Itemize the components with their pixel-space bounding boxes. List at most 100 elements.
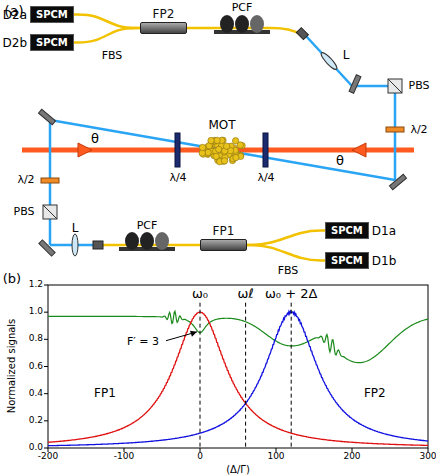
fabry-perot-cavity: FP2 — [140, 22, 187, 34]
plot-frame — [48, 285, 428, 448]
detector-label: D1a — [372, 224, 396, 238]
fiber-coupler — [296, 28, 308, 40]
collection-beam — [306, 36, 352, 86]
tick-label: 0.2 — [29, 416, 43, 426]
detector-name: SPCM — [36, 9, 68, 20]
tick-mark — [44, 448, 48, 449]
angle-label: θ — [91, 132, 99, 146]
detector-name: SPCM — [36, 37, 68, 48]
tick-label: -100 — [114, 452, 134, 462]
leader-line — [166, 332, 197, 341]
atom — [205, 149, 211, 155]
collection-beam — [394, 86, 397, 180]
spectrum-chart — [44, 285, 428, 452]
polarization-controller — [214, 15, 270, 34]
fiber-connector — [74, 15, 140, 29]
part-label: λ/4 — [169, 172, 186, 184]
annotation: F′ = 3 — [127, 336, 159, 348]
half-wave-plate — [386, 127, 404, 132]
detector-label: D1b — [372, 254, 397, 268]
fiber-connector — [247, 231, 325, 246]
device-label: FP1 — [213, 224, 235, 238]
mirror — [389, 174, 406, 189]
detector-name: SPCM — [331, 225, 363, 236]
part-label: PBS — [409, 80, 430, 92]
panel-label: (b) — [3, 272, 21, 286]
frequency-label: ω₀ — [192, 287, 208, 301]
tick-label: 0.4 — [29, 389, 43, 399]
part-label: FBS — [102, 50, 123, 62]
mirror — [38, 109, 55, 124]
pbs-diagonal — [43, 205, 57, 219]
curve-label: FP2 — [364, 387, 386, 400]
part-label: L — [72, 222, 79, 235]
collection-beams — [50, 36, 395, 245]
tick-label: 300 — [419, 452, 436, 462]
part-label: MOT — [208, 119, 235, 132]
fiber-coupler — [93, 241, 103, 249]
pbs-cube — [43, 205, 57, 219]
beam-arrow — [78, 143, 92, 157]
leader-arrowhead — [190, 331, 197, 337]
half-wave-plate — [41, 178, 59, 183]
device-label: FP2 — [153, 7, 175, 21]
transmission-curve — [48, 311, 428, 362]
curve-label: FP1 — [94, 387, 116, 400]
atom-cloud — [199, 137, 245, 165]
part-label: λ/2 — [410, 124, 427, 136]
frequency-label: ω₀ + 2Δ — [265, 287, 317, 301]
atom — [214, 137, 220, 143]
pcf-paddle — [250, 15, 264, 33]
part-label: PBS — [14, 206, 35, 218]
tick-label: 0.8 — [29, 334, 43, 344]
pcf-paddle — [155, 232, 169, 250]
fp2-curve — [48, 311, 428, 445]
frequency-marker — [245, 303, 246, 448]
atom — [199, 144, 205, 150]
detector-box: SPCMD2b — [30, 34, 74, 51]
detector-box: SPCMD2a — [30, 6, 74, 23]
collection-beam — [50, 120, 395, 180]
part-label: PCF — [137, 220, 158, 232]
angle-label: θ — [336, 154, 344, 168]
atom — [223, 143, 229, 149]
detector-box: SPCMD1a — [325, 222, 369, 239]
detector-box: SPCMD1b — [325, 252, 369, 269]
atom — [237, 142, 243, 148]
lens — [72, 234, 78, 256]
axis-title: Normalized signals — [6, 319, 17, 414]
atom — [233, 154, 239, 160]
pcf-paddle — [140, 232, 154, 250]
tick-label: 0 — [197, 452, 203, 462]
pcf-paddle — [125, 232, 139, 250]
fp1-curve — [48, 312, 428, 445]
pcf-paddle — [235, 15, 249, 33]
beam-arrow — [352, 143, 366, 157]
polarization-controller — [119, 232, 175, 251]
tick-mark — [44, 393, 48, 394]
mirror — [39, 240, 55, 256]
lens — [319, 51, 338, 71]
detector-label: D2b — [3, 36, 28, 50]
pbs-cube — [388, 79, 402, 93]
tick-label: 200 — [343, 452, 360, 462]
tick-mark — [44, 285, 48, 286]
mirror — [349, 75, 361, 93]
part-label: PCF — [232, 2, 253, 14]
tick-label: 1.2 — [29, 280, 43, 290]
drawing-g — [38, 75, 406, 256]
axis-title: (Δ/Γ) — [226, 464, 250, 475]
quarter-wave-plate — [263, 133, 268, 167]
tick-mark — [44, 339, 48, 340]
pbs-diagonal — [388, 79, 402, 93]
part-label: FBS — [278, 265, 299, 277]
drawing-g — [43, 79, 402, 219]
part-label: λ/2 — [17, 174, 34, 186]
tick-label: 1.0 — [29, 307, 43, 317]
fabry-perot-cavity: FP1 — [200, 239, 247, 251]
fiber-connector — [74, 28, 140, 43]
tick-mark — [44, 366, 48, 367]
